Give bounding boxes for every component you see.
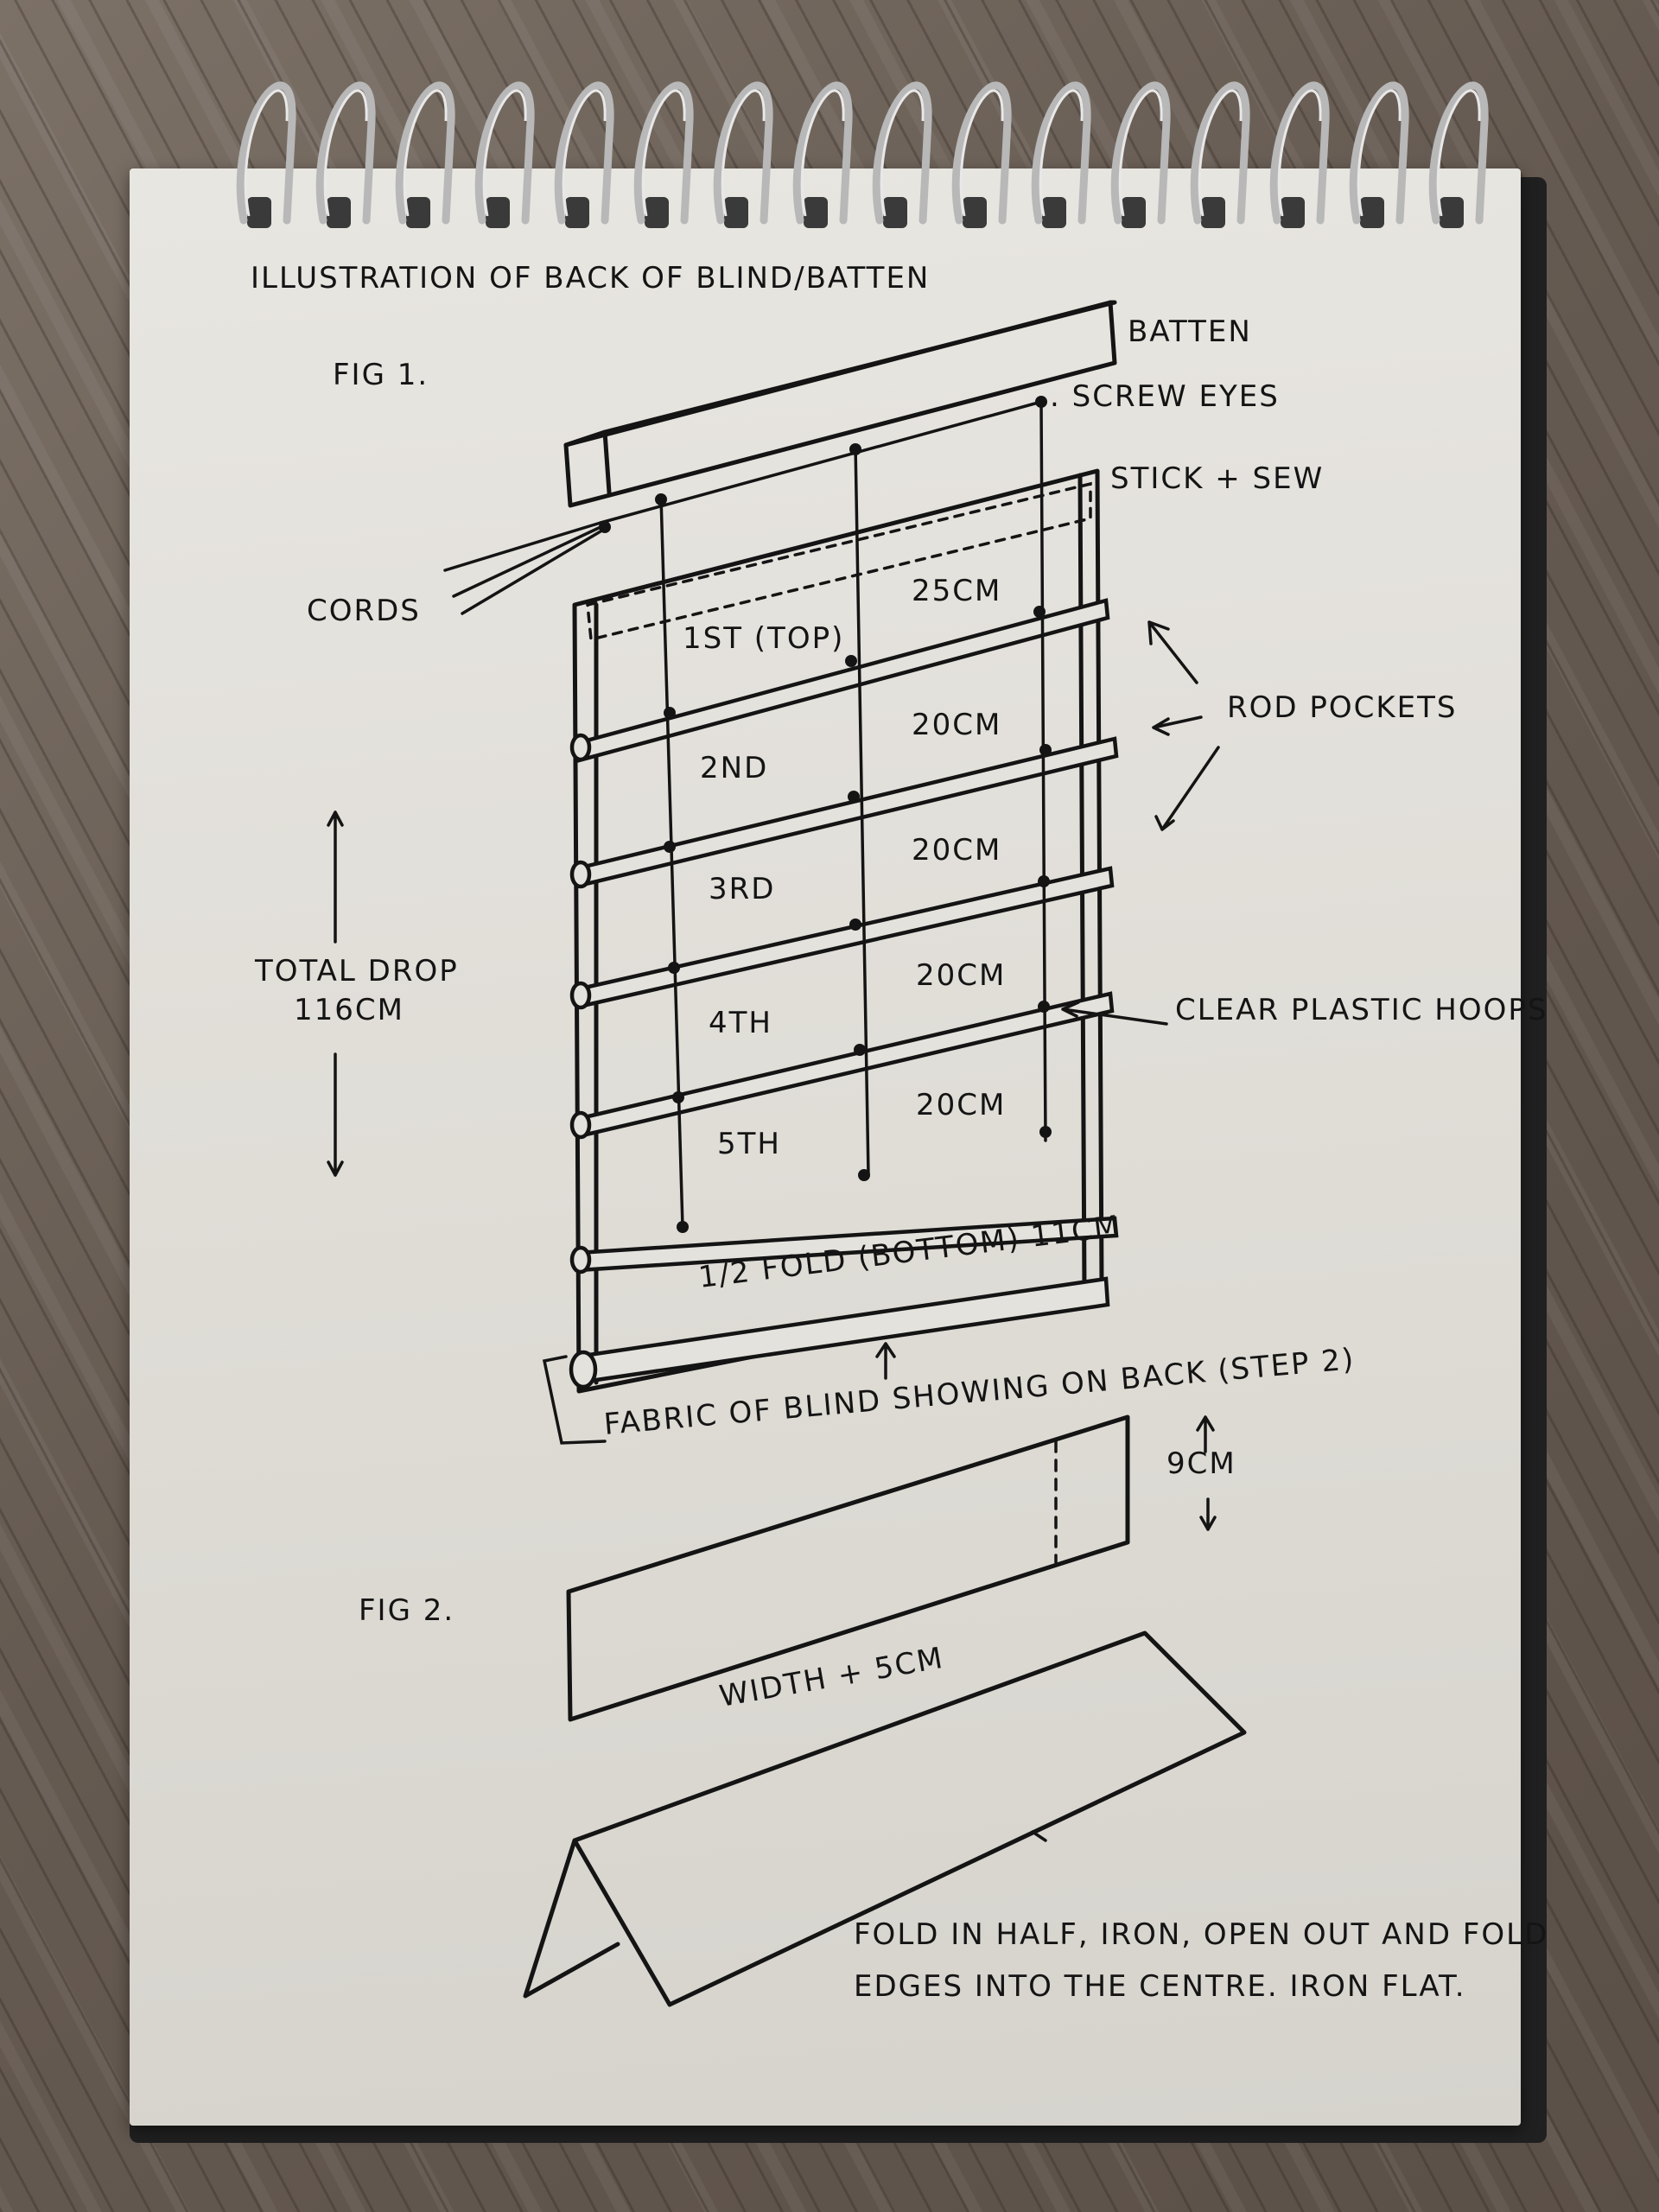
section-4-size: 20CM — [916, 958, 1006, 993]
fig2-instruction-line2: EDGES INTO THE CENTRE. IRON FLAT. — [854, 1969, 1466, 2004]
binding-hole — [883, 197, 907, 228]
batten-label: BATTEN — [1128, 315, 1252, 349]
binding-ring-highlight — [1039, 89, 1084, 217]
rod-pockets-label: ROD POCKETS — [1227, 690, 1458, 725]
binding-ring-highlight — [1198, 89, 1243, 217]
fig2-instruction-line1: FOLD IN HALF, IRON, OPEN OUT AND FOLD — [854, 1917, 1548, 1952]
section-3-size: 20CM — [912, 833, 1001, 868]
binding-ring — [1031, 81, 1091, 225]
binding-hole — [724, 197, 748, 228]
section-2-name: 2ND — [700, 751, 768, 785]
pointer-arrows — [542, 620, 1220, 1445]
binding-ring-highlight — [562, 89, 607, 217]
binding-hole — [565, 197, 589, 228]
binding-ring-highlight — [1357, 89, 1402, 217]
binding-ring-highlight — [880, 89, 925, 217]
binding-hole — [1201, 197, 1225, 228]
fig2-height-label: 9CM — [1166, 1446, 1236, 1481]
rod-pockets-group — [569, 598, 1119, 1389]
section-5-size: 20CM — [916, 1088, 1006, 1122]
binding-ring-highlight — [1118, 89, 1163, 217]
binding-ring — [1269, 81, 1330, 225]
binding-hole — [327, 197, 351, 228]
binding-hole — [486, 197, 510, 228]
binding-ring — [713, 81, 773, 225]
binding-hole — [804, 197, 828, 228]
binding-ring-highlight — [323, 89, 368, 217]
binding-ring — [1349, 81, 1409, 225]
binding-ring-highlight — [244, 89, 289, 217]
binding-hole — [1281, 197, 1305, 228]
binding-hole — [1122, 197, 1146, 228]
binding-hole — [406, 197, 430, 228]
total-drop-arrow — [327, 810, 344, 1177]
total-drop-value: 116CM — [294, 993, 404, 1027]
binding-ring — [474, 81, 535, 225]
binding-hole — [963, 197, 987, 228]
binding-ring-highlight — [403, 89, 448, 217]
binding-hole — [247, 197, 271, 228]
binding-hole — [1042, 197, 1066, 228]
binding-ring-highlight — [1436, 89, 1481, 217]
sketchbook-page — [130, 168, 1521, 2126]
section-1-name: 1ST (TOP) — [683, 621, 844, 656]
binding-ring — [315, 81, 376, 225]
binding-ring — [554, 81, 614, 225]
folded-strip — [523, 1630, 1247, 2007]
binding-ring — [1428, 81, 1489, 225]
screw-eyes-label: . SCREW EYES — [1050, 379, 1280, 414]
stick-sew-label: STICK + SEW — [1110, 461, 1324, 496]
binding-ring — [1190, 81, 1250, 225]
binding-ring-highlight — [959, 89, 1004, 217]
cord-lines — [443, 400, 1047, 1229]
binding-hole — [1440, 197, 1464, 228]
binding-hole — [645, 197, 669, 228]
binding-ring — [633, 81, 694, 225]
fig1-drawing — [327, 300, 1220, 1445]
binding-ring — [792, 81, 853, 225]
clear-hoops-label: CLEAR PLASTIC HOOPS — [1175, 993, 1548, 1027]
binding-ring-highlight — [721, 89, 766, 217]
fig2-width-label: WIDTH + 5CM — [717, 1641, 947, 1714]
spiral-binding — [236, 81, 1489, 228]
total-drop-label: TOTAL DROP — [254, 954, 459, 988]
binding-ring-highlight — [641, 89, 686, 217]
fig2-drawing — [523, 1414, 1247, 2007]
binding-ring — [1110, 81, 1171, 225]
batten-shape — [563, 300, 1117, 508]
binding-ring — [236, 81, 296, 225]
binding-ring-highlight — [800, 89, 845, 217]
binding-ring — [872, 81, 932, 225]
section-5-name: 5TH — [717, 1127, 781, 1161]
binding-hole — [1360, 197, 1384, 228]
section-4-name: 4TH — [709, 1006, 772, 1040]
binding-ring-highlight — [482, 89, 527, 217]
section-3-name: 3RD — [709, 872, 775, 906]
binding-ring-highlight — [1277, 89, 1322, 217]
binding-ring — [951, 81, 1012, 225]
page-title: ILLUSTRATION OF BACK OF BLIND/BATTEN — [251, 261, 930, 296]
section-2-size: 20CM — [912, 708, 1001, 742]
fabric-strip — [566, 1414, 1130, 1722]
hoops — [599, 396, 1052, 1233]
binding-rings — [236, 81, 1489, 228]
cords-label: CORDS — [307, 594, 421, 628]
section-1-size: 25CM — [912, 574, 1001, 608]
binding-ring — [395, 81, 455, 225]
fig2-label: FIG 2. — [359, 1593, 454, 1628]
height-arrow — [1196, 1415, 1217, 1531]
fig1-label: FIG 1. — [333, 358, 429, 392]
